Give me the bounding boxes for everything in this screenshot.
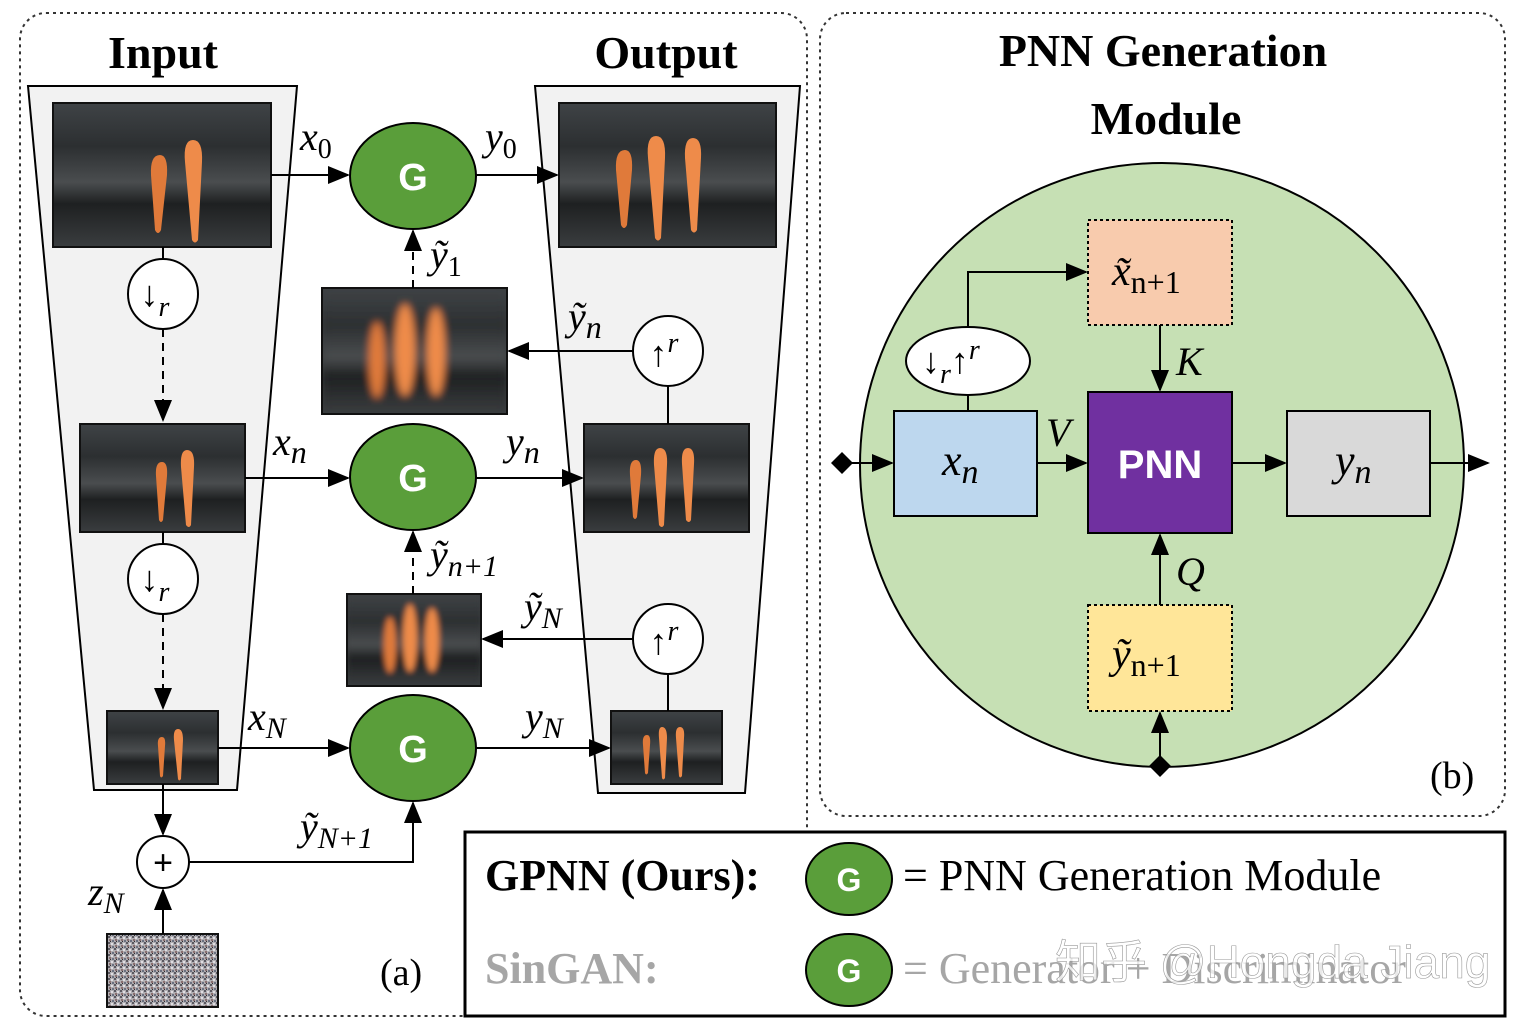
legend-gpnn-desc: = PNN Generation Module [903, 851, 1381, 900]
label-y0: y0 [481, 114, 517, 165]
svg-text:+: + [153, 844, 173, 882]
xn-box [893, 410, 1038, 517]
input-image-xn [79, 423, 246, 533]
g-node-N: G [349, 694, 477, 802]
label-zN: zN [87, 869, 126, 920]
svg-text:↑r: ↑r [650, 616, 679, 662]
legend-singan-g: G [805, 933, 893, 1007]
plus-node: + [136, 835, 190, 889]
input-image-xN [106, 710, 219, 785]
panel-b-labels: x̃n+1 xn yn ỹn+1 K V Q ↓r↑r [922, 249, 1372, 683]
label-tyn1: ỹn+1 [426, 532, 498, 583]
upscale-op-2: ↑r [632, 603, 704, 675]
label-k: K [1175, 339, 1205, 384]
label-xn: xn [272, 419, 307, 470]
g-node-n: G [349, 423, 477, 531]
blurred-image-y1 [321, 287, 508, 415]
label-xt: x̃n+1 [1111, 249, 1181, 300]
input-diamond-left [831, 452, 853, 474]
yn-box [1286, 410, 1431, 517]
legend-gpnn-label: GPNN (Ours): [485, 851, 760, 900]
blurred-image-yn1 [346, 593, 482, 687]
label-tyn: ỹn [564, 294, 602, 345]
yt-box [1087, 604, 1233, 712]
label-xN: xN [247, 694, 288, 745]
label-tyN1: ỹN+1 [296, 804, 373, 855]
label-xn-box: xn [941, 436, 979, 491]
legend-singan-label: SinGAN: [485, 944, 659, 993]
input-diamond-bottom [1149, 755, 1171, 777]
label-v: V [1046, 410, 1075, 455]
label-q: Q [1176, 549, 1205, 594]
output-image-yn [583, 423, 750, 533]
caption-b: (b) [1430, 755, 1474, 797]
svg-text:G: G [837, 953, 862, 989]
g-node-0-label: G [398, 157, 428, 199]
label-tyN: ỹN [520, 584, 564, 635]
input-title: Input [108, 27, 219, 78]
legend-singan-desc: = Generator + Discriminator [903, 944, 1406, 993]
svg-text:↓r: ↓r [141, 274, 170, 323]
noise-image-zN [106, 933, 219, 1008]
label-ty1: ỹ1 [426, 232, 462, 283]
g-node-0: G [349, 122, 477, 230]
g-node-n-label: G [398, 458, 428, 500]
output-title: Output [594, 27, 738, 78]
panel-b-title-1: PNN Generation [999, 25, 1327, 76]
panel-a-labels: x0 y0 ỹ1 ỹn xn yn ỹn+1 ỹN xN yN ỹN+1 zN [87, 114, 602, 920]
svg-text:↑r: ↑r [650, 328, 679, 374]
g-node-N-label: G [398, 729, 428, 771]
label-x0: x0 [299, 114, 332, 165]
label-yt: ỹn+1 [1108, 632, 1181, 683]
watermark: 知乎 @Hongda Jiang [1055, 936, 1490, 988]
output-image-y0 [558, 102, 777, 248]
pnn-label: PNN [1118, 443, 1202, 487]
svg-text:G: G [837, 862, 862, 898]
panel-b-arrows [842, 263, 1490, 766]
label-yn-box: yn [1331, 436, 1372, 491]
panel-b-title-2: Module [1091, 93, 1242, 144]
label-yn: yn [502, 419, 540, 470]
caption-a: (a) [380, 952, 422, 994]
legend-box [463, 830, 1507, 1018]
svg-text:↓r: ↓r [141, 559, 170, 608]
downscale-op-1: ↓r [127, 258, 199, 330]
label-yN: yN [521, 694, 565, 745]
output-image-yN [610, 710, 723, 785]
label-resample: ↓r↑r [922, 335, 980, 390]
legend-gpnn-g: G [805, 842, 893, 916]
downscale-op-2: ↓r [127, 543, 199, 615]
panel-b-border [819, 12, 1506, 817]
panel-a-arrows [154, 166, 669, 934]
upscale-op-1: ↑r [632, 315, 704, 387]
input-image-x0 [52, 102, 272, 248]
panel-a-border [19, 12, 808, 1017]
